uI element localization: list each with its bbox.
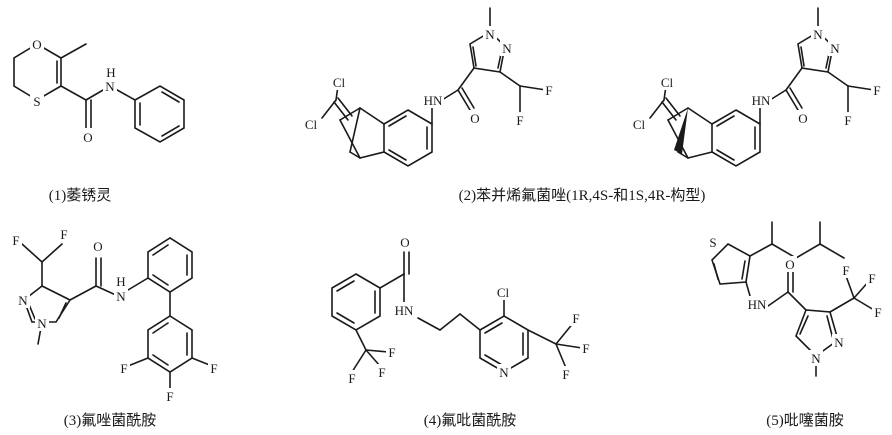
atom-f-1: F — [545, 83, 552, 98]
molecule-3-fluxapyroxad: F F N N O N H F F F — [10, 226, 220, 404]
atom-n1: N — [18, 293, 28, 308]
atom-f-6: F — [562, 367, 569, 382]
caption-1: (1)萎锈灵 — [49, 187, 112, 204]
caption-2: (2)苯并烯氟菌唑(1R,4S-和1S,4R-构型) — [459, 187, 706, 204]
atom-n2: N — [502, 41, 512, 56]
atom-h: H — [106, 65, 115, 80]
atom-carbonyl-o: O — [470, 111, 479, 126]
atom-f-5: F — [582, 341, 589, 356]
atom-cl-2: Cl — [633, 117, 646, 132]
atom-hn: HN — [424, 93, 443, 108]
atom-f-2: F — [844, 113, 851, 128]
atom-carbonyl-o: O — [785, 257, 794, 272]
molecule-4-fluopyram: O HN Cl N F F F F F F — [331, 234, 592, 386]
atom-hn: HN — [752, 93, 771, 108]
atom-f-3: F — [388, 345, 395, 360]
molecule-1-carboxin: O S N H O — [13, 36, 185, 145]
molecule-5-penthiopyrad: S HN O N N F F F — [706, 221, 884, 377]
caption-4: (4)氟吡菌酰胺 — [424, 412, 517, 429]
atom-hn: HN — [395, 303, 414, 318]
atom-f-4: F — [166, 389, 173, 404]
atom-o: O — [32, 37, 41, 52]
caption-5: (5)吡噻菌胺 — [766, 411, 844, 429]
atom-f-1: F — [873, 83, 880, 98]
atom-f-1: F — [348, 371, 355, 386]
atom-f-4: F — [572, 311, 579, 326]
atom-n1: N — [813, 27, 823, 42]
atom-f-2: F — [868, 271, 875, 286]
atom-cl-1: Cl — [661, 75, 674, 90]
atom-n-pyridine: N — [499, 365, 509, 380]
atom-n: N — [116, 289, 126, 304]
atom-cl: Cl — [497, 285, 510, 300]
atom-h: H — [116, 274, 125, 289]
atom-cl-2: Cl — [305, 117, 318, 132]
atom-hn: HN — [748, 297, 767, 312]
atom-carbonyl-o: O — [83, 130, 92, 145]
atom-s: S — [709, 235, 716, 250]
caption-3: (3)氟唑菌酰胺 — [64, 412, 157, 429]
atom-f-3: F — [210, 361, 217, 376]
atom-f-2: F — [378, 365, 385, 380]
atom-cl-1: Cl — [333, 75, 346, 90]
molecule-2-isomer-a: Cl Cl HN O N N F F — [302, 7, 555, 167]
atom-n2: N — [37, 316, 47, 331]
atom-n2: N — [834, 335, 844, 350]
atom-n2: N — [830, 41, 840, 56]
atom-f-3: F — [874, 305, 881, 320]
atom-carbonyl-o: O — [798, 111, 807, 126]
atom-f-5: F — [120, 361, 127, 376]
atom-f-2: F — [60, 227, 67, 242]
atom-f-1: F — [842, 263, 849, 278]
atom-carbonyl-o: O — [400, 235, 409, 250]
atom-n: N — [105, 79, 115, 94]
atom-f-2: F — [516, 113, 523, 128]
molecule-2-isomer-b: Cl Cl HN O N N F F — [630, 7, 883, 167]
atom-f-1: F — [12, 233, 19, 248]
atom-s: S — [33, 94, 40, 109]
atom-n1: N — [811, 351, 821, 366]
atom-carbonyl-o: O — [93, 239, 102, 254]
atom-n1: N — [485, 27, 495, 42]
